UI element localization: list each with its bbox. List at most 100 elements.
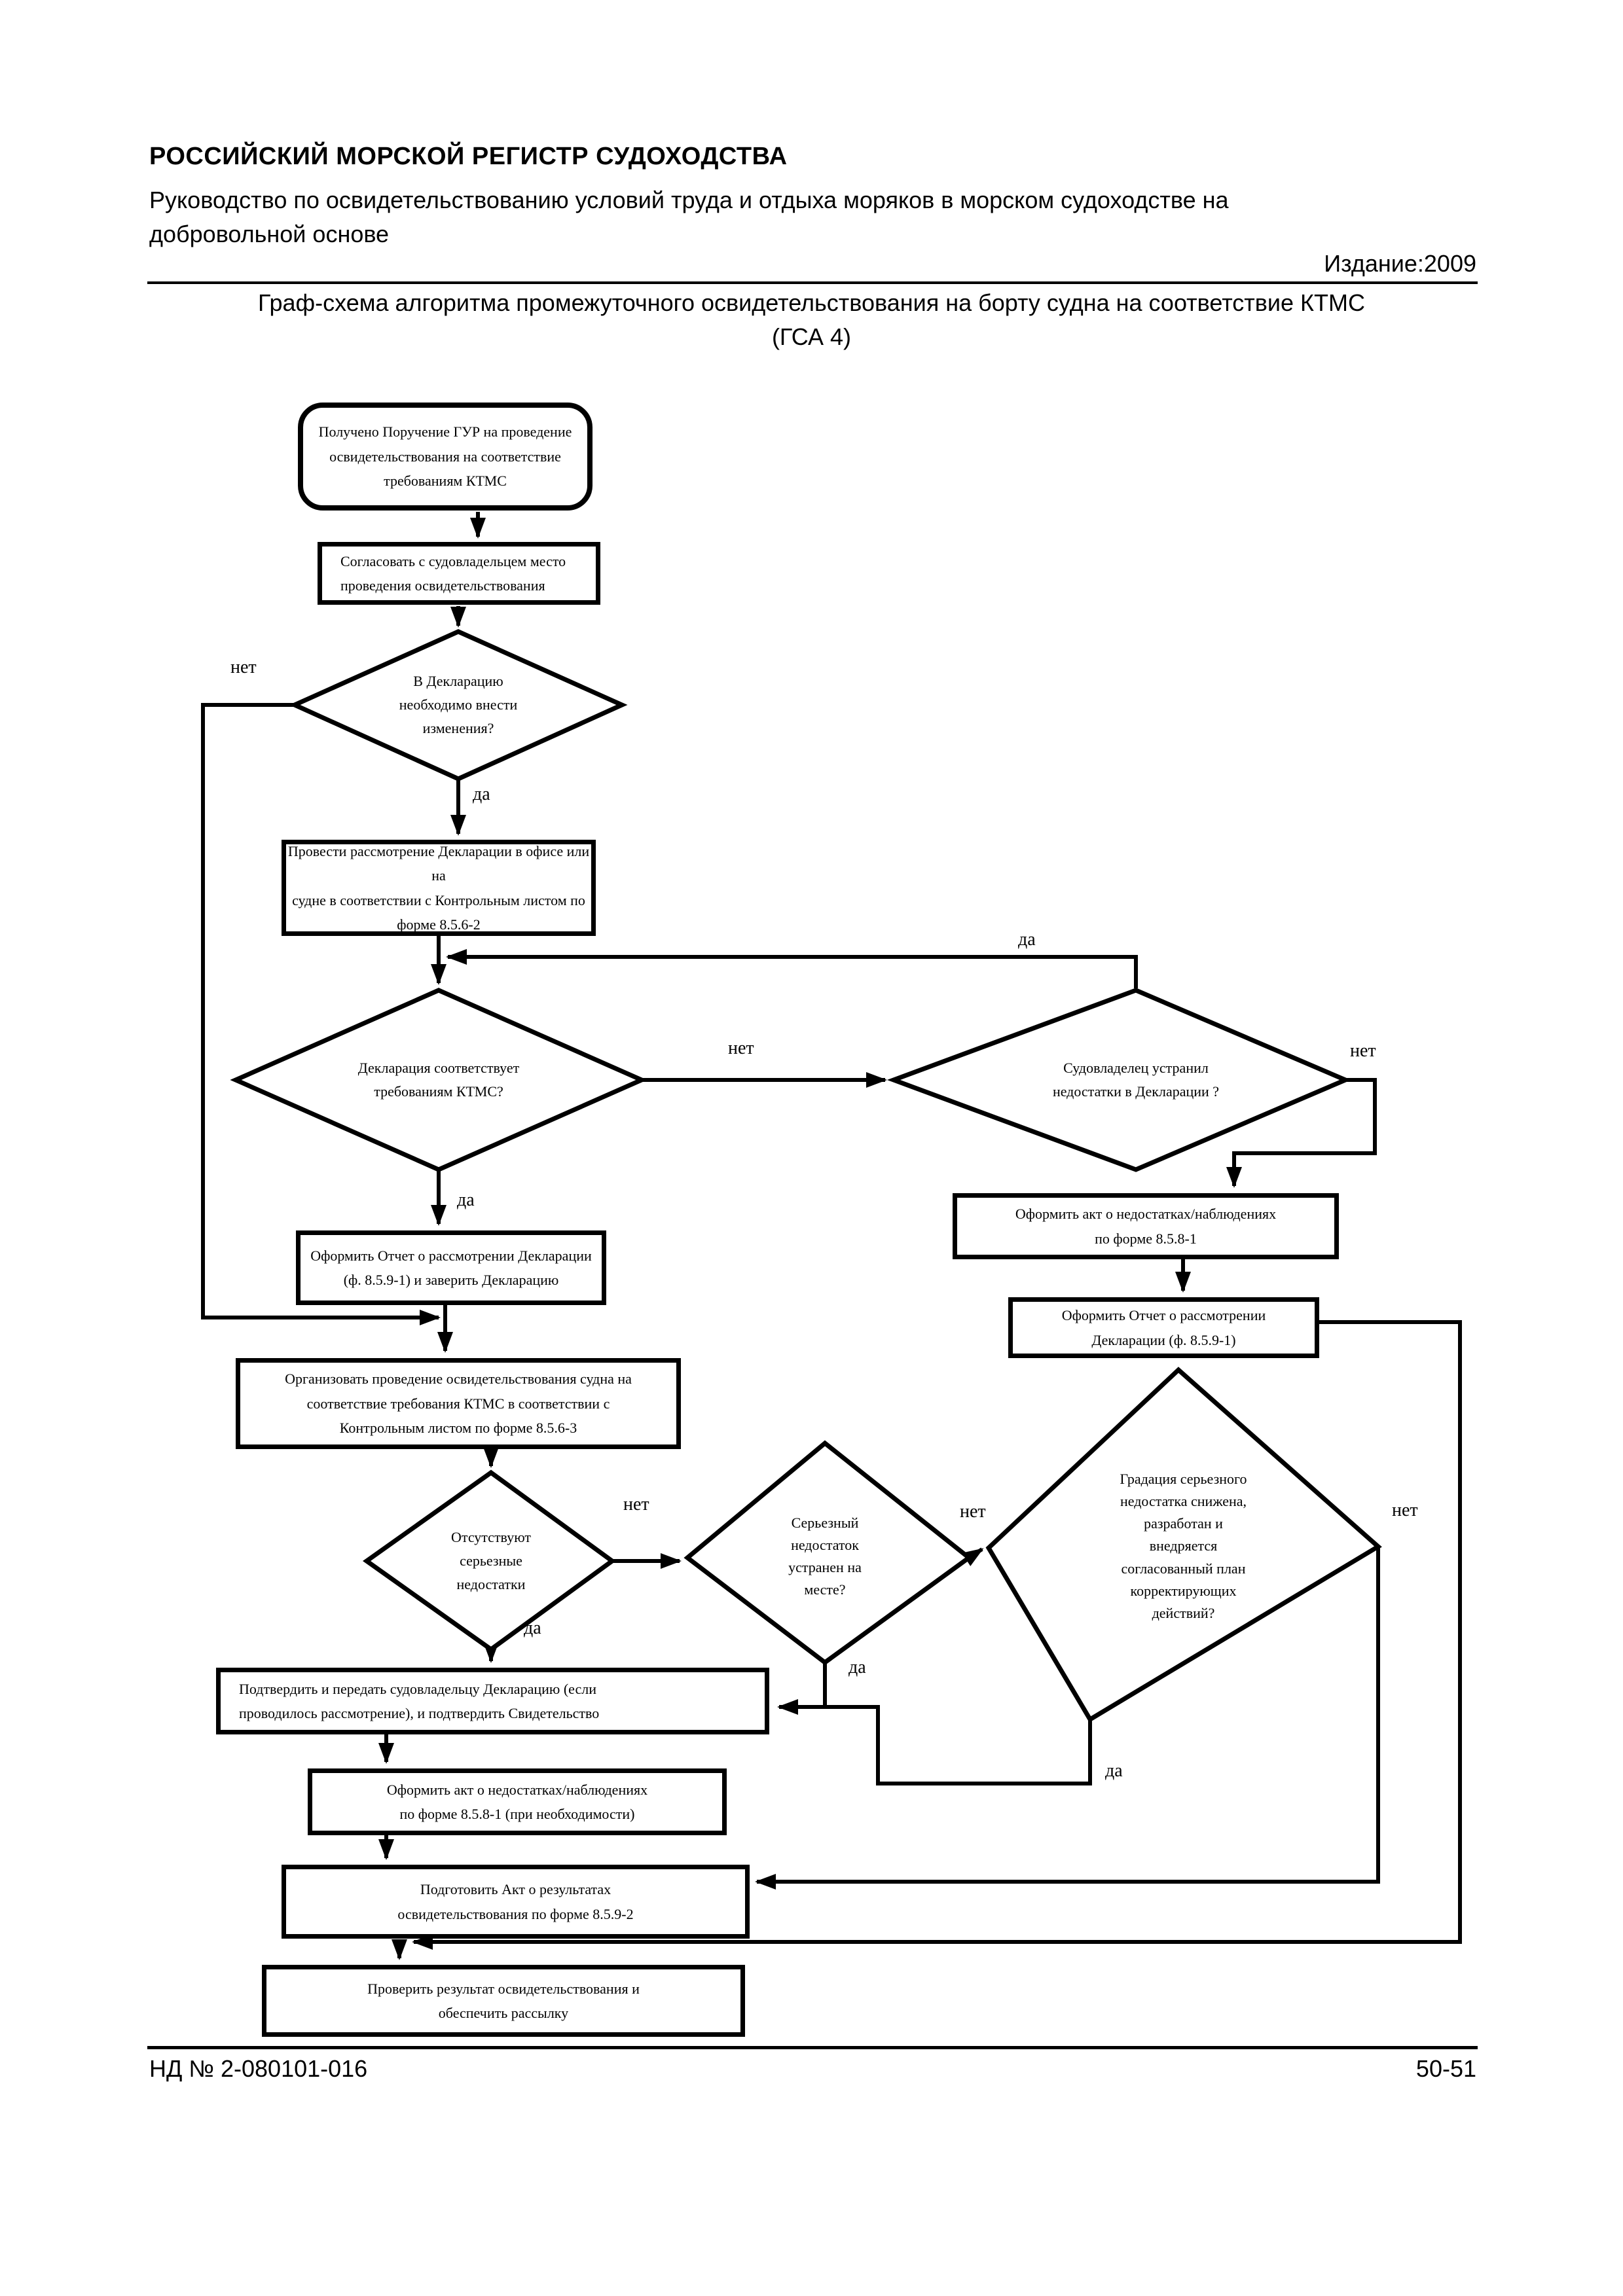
node-act-deficiencies: Оформить акт о недостатках/наблюдениях п… [953,1193,1339,1259]
decision-declaration-changes-shape [289,629,628,781]
decision-line: Градация серьезного [1120,1471,1247,1488]
node-confirm-declaration-line: проводилось рассмотрение), и подтвердить… [239,1705,600,1721]
decision-line: Декларация соответствует [357,1059,520,1076]
header-edition: Издание:2009 [1324,250,1476,277]
decision-line: изменения? [422,720,494,737]
node-check-result-line: обеспечить рассылку [438,2005,569,2021]
node-agree-place: Согласовать с судовладельцем место прове… [318,542,600,605]
node-act-deficiencies-2-line: по форме 8.5.8-1 (при необходимости) [399,1806,635,1822]
decision-line: серьезные [460,1552,522,1569]
decision-line: устранен на [788,1559,862,1575]
footer-page-number: 50-51 [1415,2055,1476,2082]
node-act-deficiencies-2-line: Оформить акт о недостатках/наблюдениях [386,1781,648,1798]
decision-declaration-conforms-text: Декларация соответствует требованиям КТМ… [295,1044,583,1116]
conn-fixedonsite-yes [777,1662,827,1715]
page-title: Граф-схема алгоритма промежуточного осви… [258,289,1365,316]
node-review-declaration-line: Провести рассмотрение Декларации в офисе… [287,842,590,884]
node-prepare-act-line: освидетельствования по форме 8.5.9-2 [397,1905,634,1922]
decision-no-serious-text: Отсутствуют серьезные недостатки [406,1512,576,1610]
header-rule [147,281,1478,284]
node-report-review-certify: Оформить Отчет о рассмотрении Декларации… [296,1230,606,1305]
header-guide-line2: добровольной основе [149,221,390,248]
conn-downgraded-no [755,1547,1380,1890]
footer-doc-number: НД № 2-080101-016 [149,2055,368,2082]
page-subtitle: (ГСА 4) [771,323,852,350]
label-no-changes: нет [230,657,257,677]
conn-report-to-final [412,1320,1462,1950]
node-review-declaration-line: форме 8.5.6-2 [397,916,481,933]
node-agree-place-line: Согласовать с судовладельцем место [340,552,566,569]
label-yes-conforms: да [457,1190,475,1210]
footer-rule [147,2046,1478,2049]
label-no-owner-fixed: нет [1350,1041,1376,1061]
node-start-line: требованиям КТМС [384,473,507,490]
header-guide-line1: Руководство по освидетельствованию услов… [149,187,1229,213]
node-start: Получено Поручение ГУР на проведение осв… [298,403,593,511]
node-review-declaration: Провести рассмотрение Декларации в офисе… [282,840,596,936]
node-act-deficiencies-line: Оформить акт о недостатках/наблюдениях [1015,1206,1277,1223]
decision-downgraded-text: Градация серьезного недостатка снижена, … [1064,1440,1303,1653]
header-organization: РОССИЙСКИЙ МОРСКОЙ РЕГИСТР СУДОХОДСТВА [149,143,788,170]
node-check-result: Проверить результат освидетельствования … [262,1965,745,2037]
node-prepare-act-line: Подготовить Акт о результатах [420,1881,611,1898]
decision-line: недостатки [456,1576,526,1593]
decision-line: разработан и [1144,1515,1223,1532]
node-start-line: освидетельствования на соответствие [329,448,561,465]
decision-line: месте? [804,1581,846,1598]
conn-changes-no-loop [201,703,441,1325]
node-review-declaration-line: судне в соответствии с Контрольным листо… [292,891,585,908]
decision-downgraded-shape [985,1367,1382,1723]
label-no-downgraded: нет [1392,1500,1418,1520]
decision-line: корректирующих [1130,1582,1237,1599]
label-yes-owner-fixed: да [1018,929,1036,950]
label-yes-downgraded: да [1105,1761,1123,1781]
label-yes-no-serious: да [524,1618,541,1638]
header-guide-title: Руководство по освидетельствованию услов… [149,183,1478,251]
node-act-deficiencies-line: по форме 8.5.8-1 [1095,1230,1197,1247]
decision-line: недостатки в Декларации ? [1052,1083,1220,1100]
decision-owner-fixed-text: Судовладелец устранил недостатки в Декла… [982,1044,1290,1116]
decision-no-serious-shape [362,1469,616,1653]
label-no-no-serious: нет [623,1494,649,1515]
label-no-fixed-onsite: нет [960,1501,986,1522]
node-confirm-declaration-line: Подтвердить и передать судовладельцу Дек… [239,1680,596,1697]
decision-line: Серьезный [791,1514,859,1531]
decision-owner-fixed-shape [886,988,1351,1172]
node-confirm-declaration: Подтвердить и передать судовладельцу Дек… [216,1668,769,1734]
label-yes-changes: да [473,784,490,804]
node-report-review-line: Оформить Отчет о рассмотрении [1061,1307,1266,1324]
decision-line: недостатка снижена, [1120,1493,1247,1510]
node-organize-survey-line: соответствие требования КТМС в соответст… [306,1395,610,1412]
conn-fixedonsite-no [962,1547,984,1566]
decision-line: недостаток [791,1536,859,1553]
decision-declaration-changes-text: В Декларацию необходимо внести изменения… [354,653,563,757]
decision-line: В Декларацию [413,672,503,689]
conn-ownerfixed-yes-return [446,949,1138,988]
node-act-deficiencies-2: Оформить акт о недостатках/наблюдениях п… [308,1768,727,1835]
node-start-line: Получено Поручение ГУР на проведение [318,423,572,440]
decision-line: согласованный план [1121,1560,1246,1577]
node-organize-survey-line: Контрольным листом по форме 8.5.6-3 [339,1420,577,1437]
node-report-review-certify-line: (ф. 8.5.9-1) и заверить Декларацию [343,1272,559,1288]
node-organize-survey: Организовать проведение освидетельствова… [236,1358,681,1449]
node-prepare-act: Подготовить Акт о результатах освидетель… [282,1865,750,1939]
node-report-review-line: Декларации (ф. 8.5.9-1) [1091,1331,1236,1348]
label-no-conforms: нет [728,1038,754,1058]
decision-line: действий? [1152,1604,1215,1621]
decision-fixed-onsite-shape [684,1440,973,1666]
decision-line: Судовладелец устранил [1063,1059,1209,1076]
conn-ownerfixed-no [1226,1078,1377,1188]
node-report-review: Оформить Отчет о рассмотрении Декларации… [1008,1297,1319,1358]
decision-line: внедряется [1149,1537,1218,1554]
conn-downgraded-yes [825,1705,1092,1785]
node-report-review-certify-line: Оформить Отчет о рассмотрении Декларации [310,1247,592,1264]
node-check-result-line: Проверить результат освидетельствования … [367,1980,640,1997]
node-organize-survey-line: Организовать проведение освидетельствова… [285,1371,632,1388]
decision-line: необходимо внести [399,696,518,713]
decision-line: требованиям КТМС? [374,1083,503,1100]
decision-fixed-onsite-text: Серьезный недостаток устранен на месте? [740,1498,910,1615]
node-agree-place-line: проведения освидетельствования [340,577,545,594]
decision-line: Отсутствуют [451,1528,531,1545]
